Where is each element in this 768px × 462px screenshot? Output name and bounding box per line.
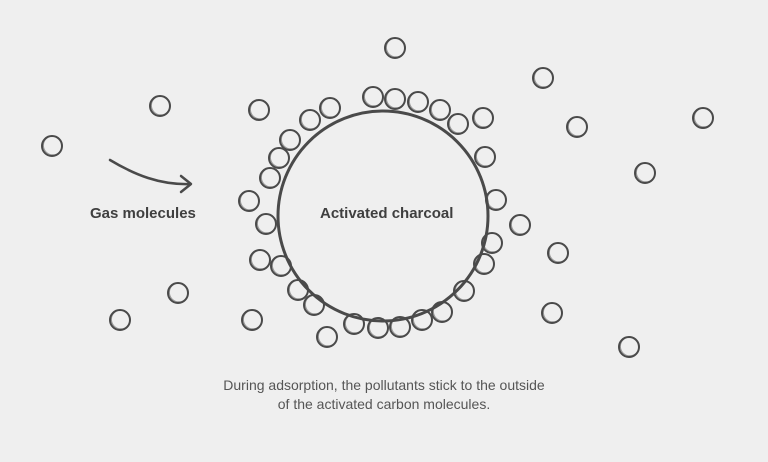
- gas-molecule-sketch-stroke: [363, 86, 384, 107]
- gas-molecule-sketch-stroke: [249, 99, 270, 120]
- gas-molecule-sketch-stroke: [320, 97, 341, 118]
- gas-molecule-sketch-stroke: [256, 213, 277, 234]
- gas-molecule-sketch-stroke: [693, 107, 714, 128]
- gas-molecule-sketch-stroke: [168, 282, 189, 303]
- gas-molecule-sketch-stroke: [385, 88, 406, 109]
- gas-molecule-sketch-stroke: [269, 147, 290, 168]
- gas-molecule-sketch-stroke: [110, 309, 131, 330]
- gas-molecule-sketch-stroke: [474, 253, 495, 274]
- gas-molecule-sketch-stroke: [42, 135, 63, 156]
- gas-molecule-sketch-stroke: [542, 302, 563, 323]
- caption-line-2: of the activated carbon molecules.: [277, 396, 491, 412]
- gas-molecule-sketch-stroke: [448, 113, 469, 134]
- gas-molecule-sketch-stroke: [288, 279, 309, 300]
- gas-molecule-sketch-stroke: [635, 162, 656, 183]
- gas-molecule-sketch-stroke: [473, 107, 494, 128]
- activated-charcoal-label: Activated charcoal: [320, 205, 454, 222]
- gas-molecule-sketch-stroke: [482, 232, 503, 253]
- gas-molecule-sketch-stroke: [271, 255, 292, 276]
- gas-molecule-sketch-stroke: [475, 146, 496, 167]
- gas-molecule-sketch-stroke: [344, 313, 365, 334]
- gas-molecule-sketch-stroke: [412, 309, 433, 330]
- caption: During adsorption, the pollutants stick …: [0, 376, 768, 414]
- curved-arrow-right-icon: [108, 158, 193, 194]
- gas-molecule-sketch-stroke: [510, 214, 531, 235]
- gas-molecule-sketch-stroke: [619, 336, 640, 357]
- gas-molecule-sketch-stroke: [432, 301, 453, 322]
- gas-molecule-sketch-stroke: [242, 309, 263, 330]
- gas-molecule-sketch-stroke: [260, 167, 281, 188]
- gas-molecule-sketch-stroke: [390, 316, 411, 337]
- gas-molecule-sketch-stroke: [150, 95, 171, 116]
- gas-molecule-sketch-stroke: [548, 242, 569, 263]
- molecules-group: [41, 37, 714, 358]
- gas-molecule-sketch-stroke: [486, 189, 507, 210]
- gas-molecule-sketch-stroke: [385, 37, 406, 58]
- gas-molecule-sketch-stroke: [454, 280, 475, 301]
- caption-line-1: During adsorption, the pollutants stick …: [223, 377, 545, 393]
- activated-charcoal-particle: [276, 109, 490, 323]
- gas-molecule-sketch-stroke: [300, 109, 321, 130]
- gas-molecule-sketch-stroke: [250, 249, 271, 270]
- gas-molecules-label: Gas molecules: [90, 205, 196, 222]
- gas-molecule-sketch-stroke: [239, 190, 260, 211]
- gas-molecule-sketch-stroke: [280, 129, 301, 150]
- gas-molecule-sketch-stroke: [368, 317, 389, 338]
- gas-molecule-sketch-stroke: [317, 326, 338, 347]
- gas-molecule-sketch-stroke: [567, 116, 588, 137]
- gas-molecule-sketch-stroke: [430, 99, 451, 120]
- gas-molecule-sketch-stroke: [533, 67, 554, 88]
- gas-molecule-sketch-stroke: [408, 91, 429, 112]
- gas-molecule-sketch-stroke: [304, 294, 325, 315]
